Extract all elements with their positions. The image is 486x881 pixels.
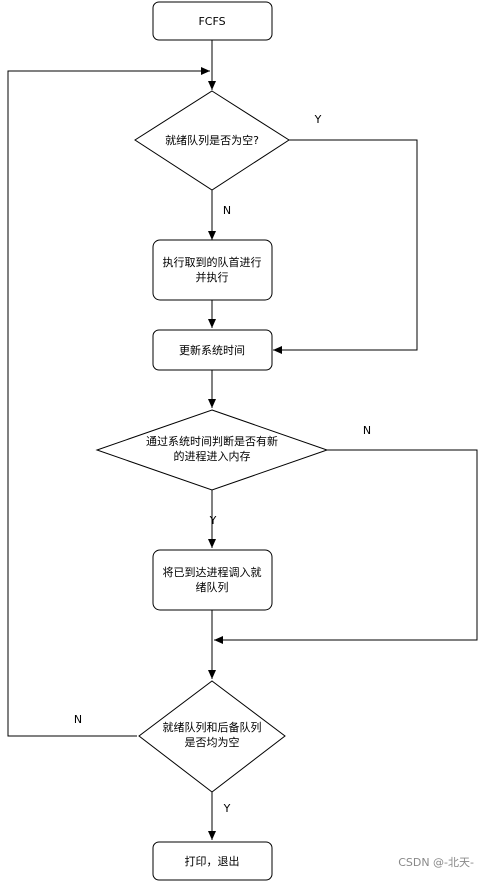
process-update-time [152, 329, 273, 371]
process-execute-label-line1: 执行取到的队首进行 [163, 255, 262, 269]
edge-label-decision1-yes: Y [314, 113, 322, 126]
edge-label-decision1-no: N [223, 204, 231, 217]
start-node [152, 1, 273, 41]
decision-ready-empty [134, 90, 290, 191]
edge-label-decision2-yes: Y [209, 514, 217, 527]
edge-label-decision3-no: N [74, 713, 82, 726]
process-execute [152, 239, 273, 301]
edge-label-decision3-yes: Y [223, 802, 231, 815]
process-move-label-line1: 将已到达进程调入就 [163, 565, 262, 579]
start-label: FCFS [198, 15, 225, 28]
edge-decision1-yes [273, 139, 418, 354]
decision-new-process-label-line2: 的进程进入内存 [174, 449, 251, 463]
watermark: CSDN @-北天- [398, 856, 474, 869]
process-execute-label-line2: 并执行 [196, 270, 229, 284]
decision-ready-empty-label: 就绪队列是否为空? [165, 133, 259, 147]
decision-both-empty-label-line2: 是否均为空 [185, 735, 240, 749]
edge-decision2-no [214, 449, 478, 644]
decision-new-process-label-line1: 通过系统时间判断是否有新 [146, 434, 278, 448]
decision-new-process [95, 409, 329, 491]
process-move-to-ready [152, 549, 273, 611]
edge-loop-back [7, 67, 210, 737]
end-node [152, 841, 273, 881]
process-update-time-label: 更新系统时间 [179, 343, 245, 357]
process-move-label-line2: 绪队列 [196, 580, 229, 594]
end-label: 打印，退出 [185, 854, 240, 868]
decision-both-empty [138, 680, 286, 793]
edge-label-decision2-no: N [363, 424, 371, 437]
decision-both-empty-label-line1: 就绪队列和后备队列 [163, 720, 262, 734]
